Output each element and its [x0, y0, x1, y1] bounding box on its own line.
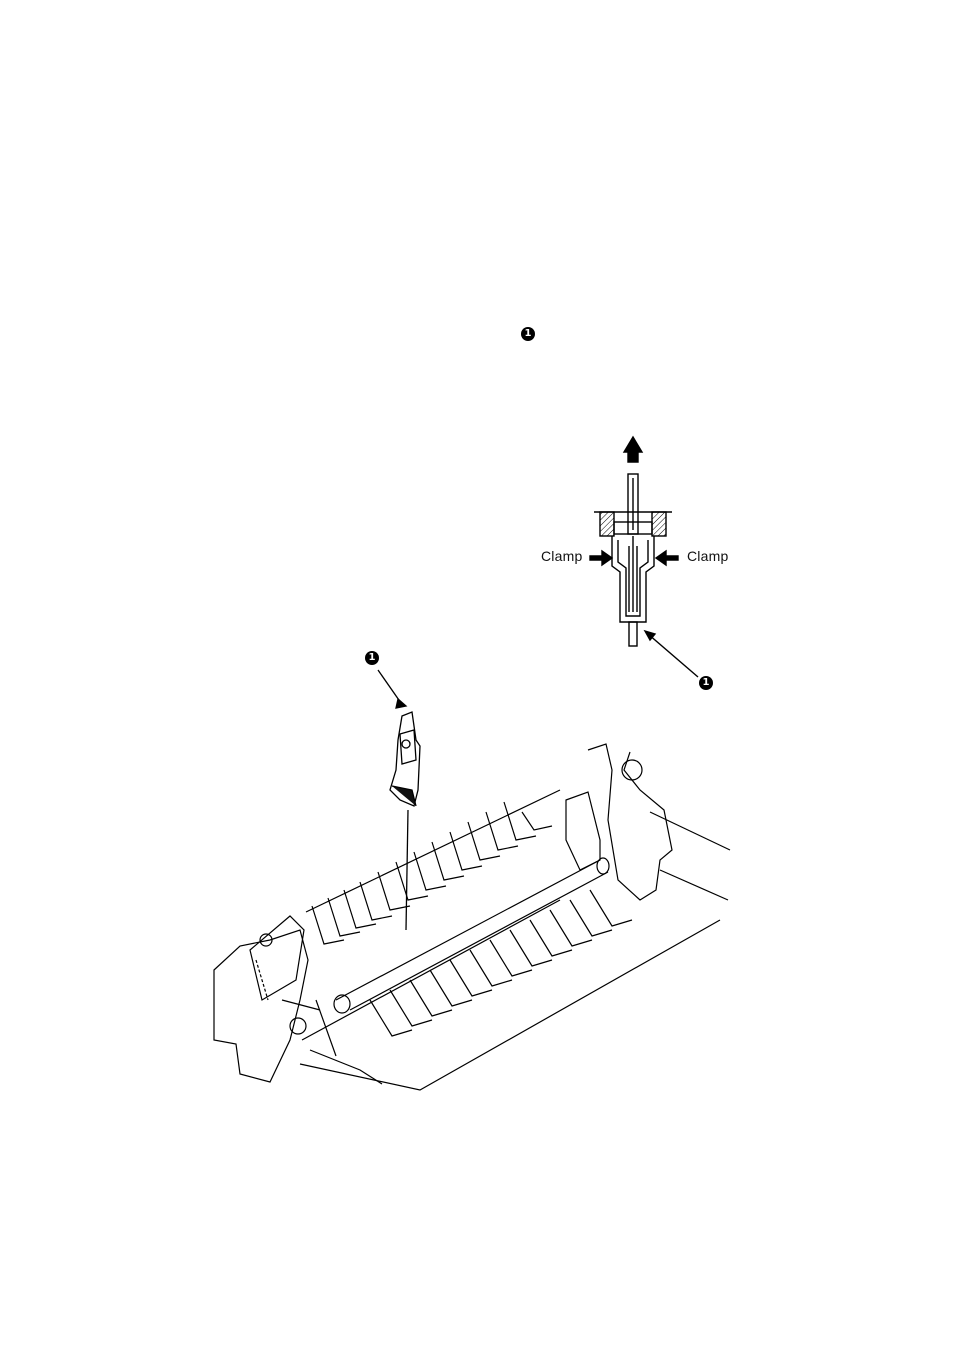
clamp-detail-diagram: [590, 437, 698, 677]
clamp-arrow-left: [590, 551, 612, 565]
upper-guide-ribs: [312, 802, 552, 944]
clamp-arrow-right: [656, 551, 678, 565]
detail-leader-line: [648, 634, 698, 677]
fuser-unit-drawing: [214, 744, 730, 1090]
pull-up-arrow: [624, 437, 642, 462]
